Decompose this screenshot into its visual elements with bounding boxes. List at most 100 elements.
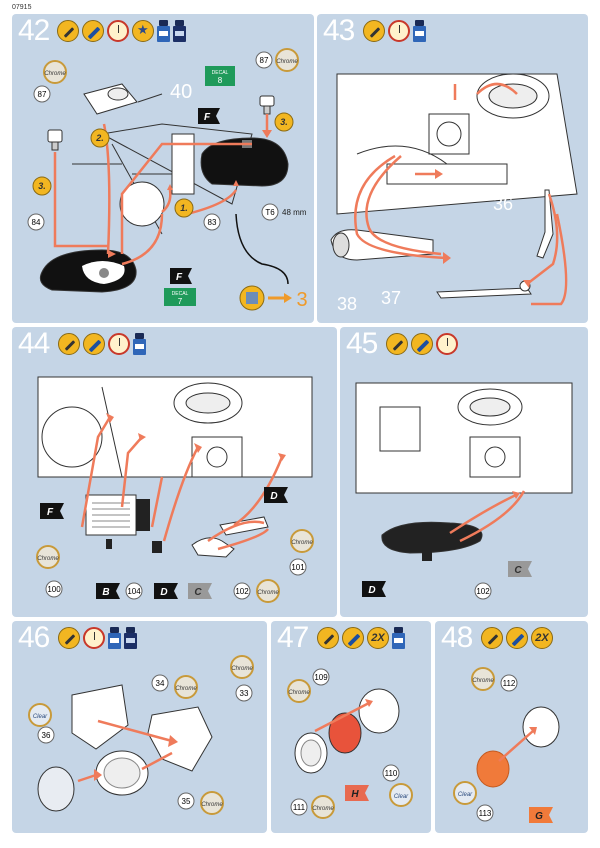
- svg-text:Clear: Clear: [33, 714, 48, 720]
- part-number-102: 102: [476, 587, 490, 596]
- step-icons: [58, 627, 137, 649]
- color-flag-f: F: [40, 503, 64, 519]
- chrome-badge: Chrome: [230, 655, 254, 679]
- step-45-illustration: 102 D C: [355, 382, 573, 600]
- svg-text:D: D: [368, 585, 375, 596]
- svg-text:3: 3: [296, 289, 307, 311]
- part-number-87: 87: [38, 90, 47, 99]
- svg-text:G: G: [535, 811, 543, 822]
- svg-text:D: D: [270, 491, 277, 502]
- part-number-112: 112: [503, 679, 516, 688]
- kit-code: 07915: [12, 4, 32, 11]
- part-109-housing: [358, 688, 400, 734]
- part-101-bracket: [219, 516, 269, 536]
- svg-text:Chrome: Chrome: [44, 71, 66, 77]
- part-number-100: 100: [47, 585, 61, 594]
- color-flag-d: D: [264, 487, 288, 503]
- step-47-panel: 47 2X 109 110 111 Chrome Chrome: [271, 621, 431, 833]
- color-flag-f: F: [170, 268, 192, 284]
- chrome-badge: Chrome: [287, 679, 311, 703]
- color-flag-c: C: [508, 561, 532, 577]
- step-48-panel: 48 2X 112 113 Chrome Clear G: [435, 621, 588, 833]
- chrome-badge: Chrome: [311, 795, 335, 819]
- repeat-2x-badge: 2X: [531, 627, 553, 649]
- svg-text:DECAL: DECAL: [212, 70, 229, 76]
- step-number: 43: [323, 14, 355, 47]
- paint-brush-icon: [411, 333, 433, 355]
- repeat-2x-badge: 2X: [367, 627, 389, 649]
- svg-text:Chrome: Chrome: [37, 556, 59, 562]
- chrome-badge: Chrome: [200, 791, 224, 815]
- part-number-33: 33: [240, 689, 249, 698]
- chrome-badge: Chrome: [174, 675, 198, 699]
- svg-text:F: F: [204, 112, 211, 123]
- part-number-87: 87: [260, 56, 269, 65]
- step-43-illustration: 36 37 38: [330, 73, 578, 314]
- part-34-housing: [71, 684, 129, 750]
- paint-brush-icon: [481, 627, 503, 649]
- color-flag-d: D: [362, 581, 386, 597]
- step-42-panel: 42 40: [12, 14, 314, 323]
- step-46-illustration: 34 33 36 35 Chrome Chrome Chrome Clear: [28, 655, 254, 815]
- svg-text:Chrome: Chrome: [291, 540, 313, 546]
- chrome-badge: Chrome: [275, 48, 299, 72]
- svg-text:7: 7: [178, 297, 183, 306]
- chrome-badge: Chrome: [43, 60, 67, 84]
- svg-text:D: D: [160, 587, 167, 598]
- next-step-indicator: 3: [239, 285, 308, 311]
- step-46-panel: 46 34 33 36 35: [12, 621, 267, 833]
- part-number-101: 101: [291, 563, 305, 572]
- paint-brush-icon: [82, 20, 104, 42]
- step-number: 47: [277, 621, 309, 654]
- paint-brush-icon: [58, 627, 80, 649]
- svg-text:B: B: [102, 587, 109, 598]
- paint-jar-icon: [108, 627, 121, 649]
- paint-brush-icon: [363, 20, 385, 42]
- paint-jar-icon: [124, 627, 137, 649]
- color-flag-h: H: [345, 785, 369, 801]
- part-number-83: 83: [208, 218, 217, 227]
- color-flag-b: B: [96, 583, 120, 599]
- part-87-knob: [47, 129, 63, 151]
- part-36-lens: [37, 766, 75, 812]
- svg-text:F: F: [47, 507, 54, 518]
- step-number: 46: [18, 621, 50, 654]
- svg-text:Chrome: Chrome: [276, 59, 298, 65]
- substep-3: 3.: [280, 117, 288, 127]
- paint-brush-icon: [83, 333, 105, 355]
- paint-brush-icon: [58, 333, 80, 355]
- paint-jar-icon: [392, 627, 405, 649]
- part-number-113: 113: [479, 809, 492, 818]
- paint-jar-icon: [413, 20, 426, 42]
- color-flag-c: C: [188, 583, 212, 599]
- chrome-badge: Chrome: [256, 579, 280, 603]
- svg-text:F: F: [176, 272, 183, 283]
- paint-jar-icon: [157, 20, 170, 42]
- clear-badge: Clear: [28, 703, 52, 727]
- svg-text:H: H: [351, 789, 359, 800]
- part-number-110: 110: [385, 769, 398, 778]
- step-number: 45: [346, 327, 378, 360]
- color-flag-f: F: [198, 108, 220, 124]
- color-flag-d: D: [154, 583, 178, 599]
- part-number-84: 84: [32, 218, 41, 227]
- svg-text:Chrome: Chrome: [288, 690, 310, 696]
- substep-2: 2.: [95, 133, 104, 143]
- substep-3: 3.: [38, 181, 46, 191]
- part-37-kickstand: [436, 287, 532, 299]
- svg-text:Clear: Clear: [394, 794, 409, 800]
- svg-text:C: C: [514, 565, 522, 576]
- measurement-label: 48 mm: [282, 208, 307, 217]
- svg-text:Chrome: Chrome: [472, 678, 494, 684]
- chrome-badge: Chrome: [290, 529, 314, 553]
- part-number-34: 34: [156, 679, 165, 688]
- part-87-knob: [259, 95, 275, 115]
- step-number: 44: [18, 327, 50, 360]
- part-number-104: 104: [127, 587, 141, 596]
- clock-icon: [107, 20, 129, 42]
- star-decal-icon: [132, 20, 154, 42]
- part-number-36: 36: [493, 194, 513, 214]
- step-48-illustration: 112 113 Chrome Clear G: [453, 667, 560, 823]
- paint-brush-icon: [342, 627, 364, 649]
- part-40-gauge: [83, 83, 138, 115]
